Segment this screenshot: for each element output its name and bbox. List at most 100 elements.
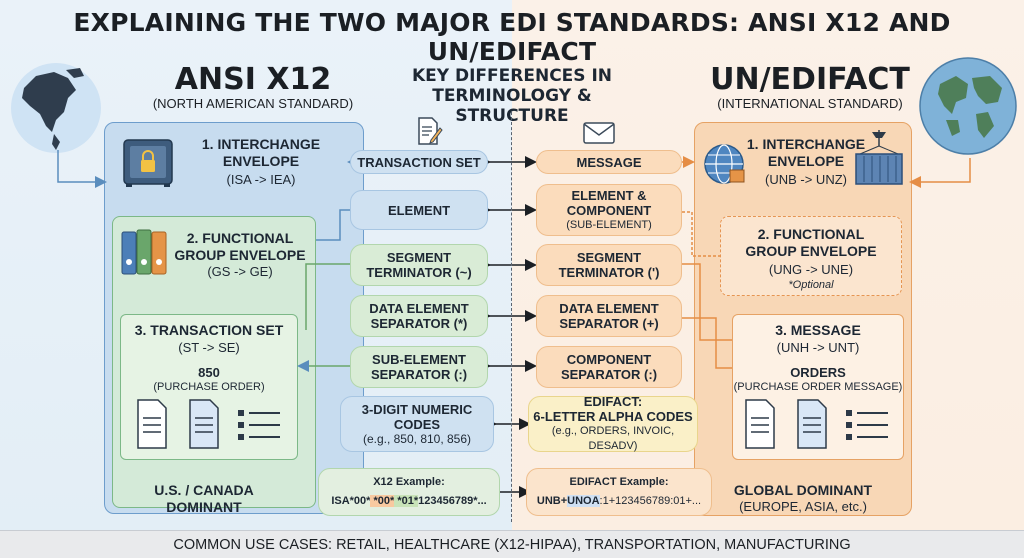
edifact-box2-code: (UNG -> UNE) (768, 262, 854, 277)
x12-term-sub-element-separator: SUB-ELEMENT SEPARATOR (:) (350, 346, 488, 388)
world-globe-icon (919, 57, 1017, 155)
x12-transaction-number: 850 (198, 365, 220, 380)
x12-example-code-part1: ISA*00* (331, 495, 371, 507)
edifact-box3-title: 3. MESSAGE (775, 322, 861, 338)
edifact-box1-code: (UNB -> UNZ) (765, 172, 847, 187)
x12-term-label: TRANSACTION SET (357, 154, 481, 170)
edifact-term-label-line2: SEPARATOR (:) (560, 367, 658, 382)
x12-term-label-line2: SEPARATOR (*) (370, 316, 468, 331)
x12-term-label-line1: DATA ELEMENT (369, 301, 469, 316)
x12-box2-title-line1: 2. FUNCTIONAL (186, 230, 294, 246)
edifact-term-sublabel: (SUB-ELEMENT) (566, 218, 652, 231)
x12-term-data-element-separator: DATA ELEMENT SEPARATOR (*) (350, 295, 488, 337)
x12-term-label: ELEMENT (387, 202, 451, 218)
edifact-term-label-line1: DATA ELEMENT (559, 301, 659, 316)
x12-box1-title-line2: ENVELOPE (222, 153, 300, 169)
edifact-term-component-separator: COMPONENT SEPARATOR (:) (536, 346, 682, 388)
x12-document-icons (137, 399, 280, 449)
edifact-term-data-element-separator: DATA ELEMENT SEPARATOR (+) (536, 295, 682, 337)
edifact-term-label-line2: SEPARATOR (+) (559, 316, 659, 331)
x12-example: X12 Example: ISA*00* *00* *01*123456789*… (318, 468, 500, 516)
edifact-term-element-component: ELEMENT & COMPONENT (SUB-ELEMENT) (536, 184, 682, 236)
edifact-example-code: UNB+UNOA:1+123456789:01+... (537, 494, 701, 509)
edifact-box3-code: (UNH -> UNT) (776, 340, 860, 355)
x12-term-label-line1: SUB-ELEMENT (372, 352, 466, 367)
edifact-box1-title-line1: 1. INTERCHANGE (746, 136, 866, 152)
x12-region-line1: U.S. / CANADA (154, 482, 254, 498)
x12-box1-code: (ISA -> IEA) (226, 172, 296, 187)
edifact-region-line1: GLOBAL DOMINANT (733, 482, 873, 498)
x12-box2-code: (GS -> GE) (207, 264, 273, 279)
x12-term-sublabel: (e.g., 850, 810, 856) (362, 431, 472, 446)
x12-box1-title: 1. INTERCHANGE ENVELOPE (176, 136, 346, 170)
edifact-term-label: MESSAGE (576, 154, 642, 170)
x12-example-code: ISA*00* *00* *01*123456789*... (331, 494, 487, 509)
center-divider (511, 112, 512, 522)
edifact-term-segment-terminator: SEGMENT TERMINATOR (') (536, 244, 682, 286)
edifact-title: UN/EDIFACT (710, 62, 910, 97)
binders-icon (121, 229, 167, 275)
x12-box3-code: (ST -> SE) (178, 340, 240, 355)
x12-term-segment-terminator: SEGMENT TERMINATOR (~) (350, 244, 488, 286)
edifact-example-code-part2: UNOA (567, 495, 600, 507)
x12-term-element: ELEMENT (350, 190, 488, 230)
connector-lines (57, 150, 971, 498)
edifact-term-message: MESSAGE (536, 150, 682, 174)
x12-transaction-name: (PURCHASE ORDER) (153, 381, 265, 393)
x12-region-line2: DOMINANT (166, 499, 242, 515)
edifact-box2-optional-note: *Optional (788, 279, 834, 291)
edifact-message-type: ORDERS (790, 365, 846, 380)
edifact-functional-group-envelope (720, 216, 902, 296)
edifact-term-alpha-codes: EDIFACT: 6-LETTER ALPHA CODES (e.g., ORD… (528, 394, 698, 452)
edifact-subtitle: (INTERNATIONAL STANDARD) (717, 96, 903, 111)
x12-term-transaction-set: TRANSACTION SET (350, 150, 488, 174)
edifact-box2-title: 2. FUNCTIONAL GROUP ENVELOPE (720, 226, 902, 260)
edifact-box1-title: 1. INTERCHANGE ENVELOPE (744, 136, 868, 170)
x12-title: ANSI X12 (174, 62, 332, 97)
edifact-example: EDIFACT Example: UNB+UNOA:1+123456789:01… (526, 468, 712, 516)
edifact-box2-title-line2: GROUP ENVELOPE (745, 243, 877, 259)
x12-box3-title: 3. TRANSACTION SET (134, 322, 284, 338)
edifact-example-label: EDIFACT Example: (569, 476, 669, 488)
edifact-region-line2: (EUROPE, ASIA, etc.) (739, 499, 867, 514)
edifact-term-sublabel: (e.g., ORDERS, INVOIC, DESADV) (551, 425, 675, 452)
envelope-icon (583, 122, 615, 144)
x12-example-code-part3: *01* (394, 495, 419, 507)
x12-subtitle: (NORTH AMERICAN STANDARD) (152, 96, 354, 111)
edifact-box2-title-line1: 2. FUNCTIONAL (757, 226, 865, 242)
edifact-region: GLOBAL DOMINANT (EUROPE, ASIA, etc.) (694, 482, 912, 514)
shipping-container-icon (855, 130, 903, 185)
safe-lock-icon (123, 139, 173, 187)
edifact-box1-title-line2: ENVELOPE (767, 153, 845, 169)
document-edit-icon (418, 117, 443, 145)
edifact-term-label-line2: COMPONENT (566, 202, 652, 218)
use-cases-footer: COMMON USE CASES: RETAIL, HEALTHCARE (X1… (0, 530, 1024, 558)
edifact-term-label-line1: ELEMENT & (571, 187, 647, 203)
edifact-example-code-part3: :1+123456789:01+... (599, 495, 702, 507)
edifact-term-label-line1: COMPONENT (566, 352, 652, 367)
x12-term-label-line1: SEGMENT (386, 250, 452, 265)
x12-term-label-line2: CODES (393, 416, 441, 432)
center-heading-line1: KEY DIFFERENCES IN (411, 66, 613, 86)
globe-shipping-icon (704, 144, 745, 184)
x12-term-label-line2: TERMINATOR (~) (366, 265, 472, 280)
x12-box2-title-line2: GROUP ENVELOPE (174, 247, 306, 263)
edifact-term-label-line2: TERMINATOR (') (558, 265, 660, 280)
x12-term-label-line1: 3-DIGIT NUMERIC (361, 401, 473, 417)
edifact-message-name: (PURCHASE ORDER MESSAGE) (733, 381, 903, 393)
x12-box2-title: 2. FUNCTIONAL GROUP ENVELOPE (166, 230, 314, 264)
page-title: EXPLAINING THE TWO MAJOR EDI STANDARDS: … (73, 8, 951, 66)
edifact-example-code-part1: UNB+ (536, 495, 568, 507)
x12-example-code-part4: 123456789*... (418, 495, 487, 507)
x12-example-label: X12 Example: (373, 476, 445, 488)
edifact-term-label-line1: SEGMENT (576, 250, 642, 265)
edifact-term-label-line2: 6-LETTER ALPHA CODES (533, 409, 693, 424)
x12-region: U.S. / CANADA DOMINANT (104, 482, 304, 516)
north-america-globe-icon (11, 63, 101, 153)
edifact-term-label-line1: EDIFACT: (583, 394, 643, 409)
x12-term-numeric-codes: 3-DIGIT NUMERIC CODES (e.g., 850, 810, 8… (340, 396, 494, 452)
x12-term-label-line2: SEPARATOR (:) (370, 367, 468, 382)
edifact-document-icons (745, 399, 888, 449)
x12-box1-title-line1: 1. INTERCHANGE (201, 136, 321, 152)
x12-example-code-part2: *00* (370, 495, 395, 507)
